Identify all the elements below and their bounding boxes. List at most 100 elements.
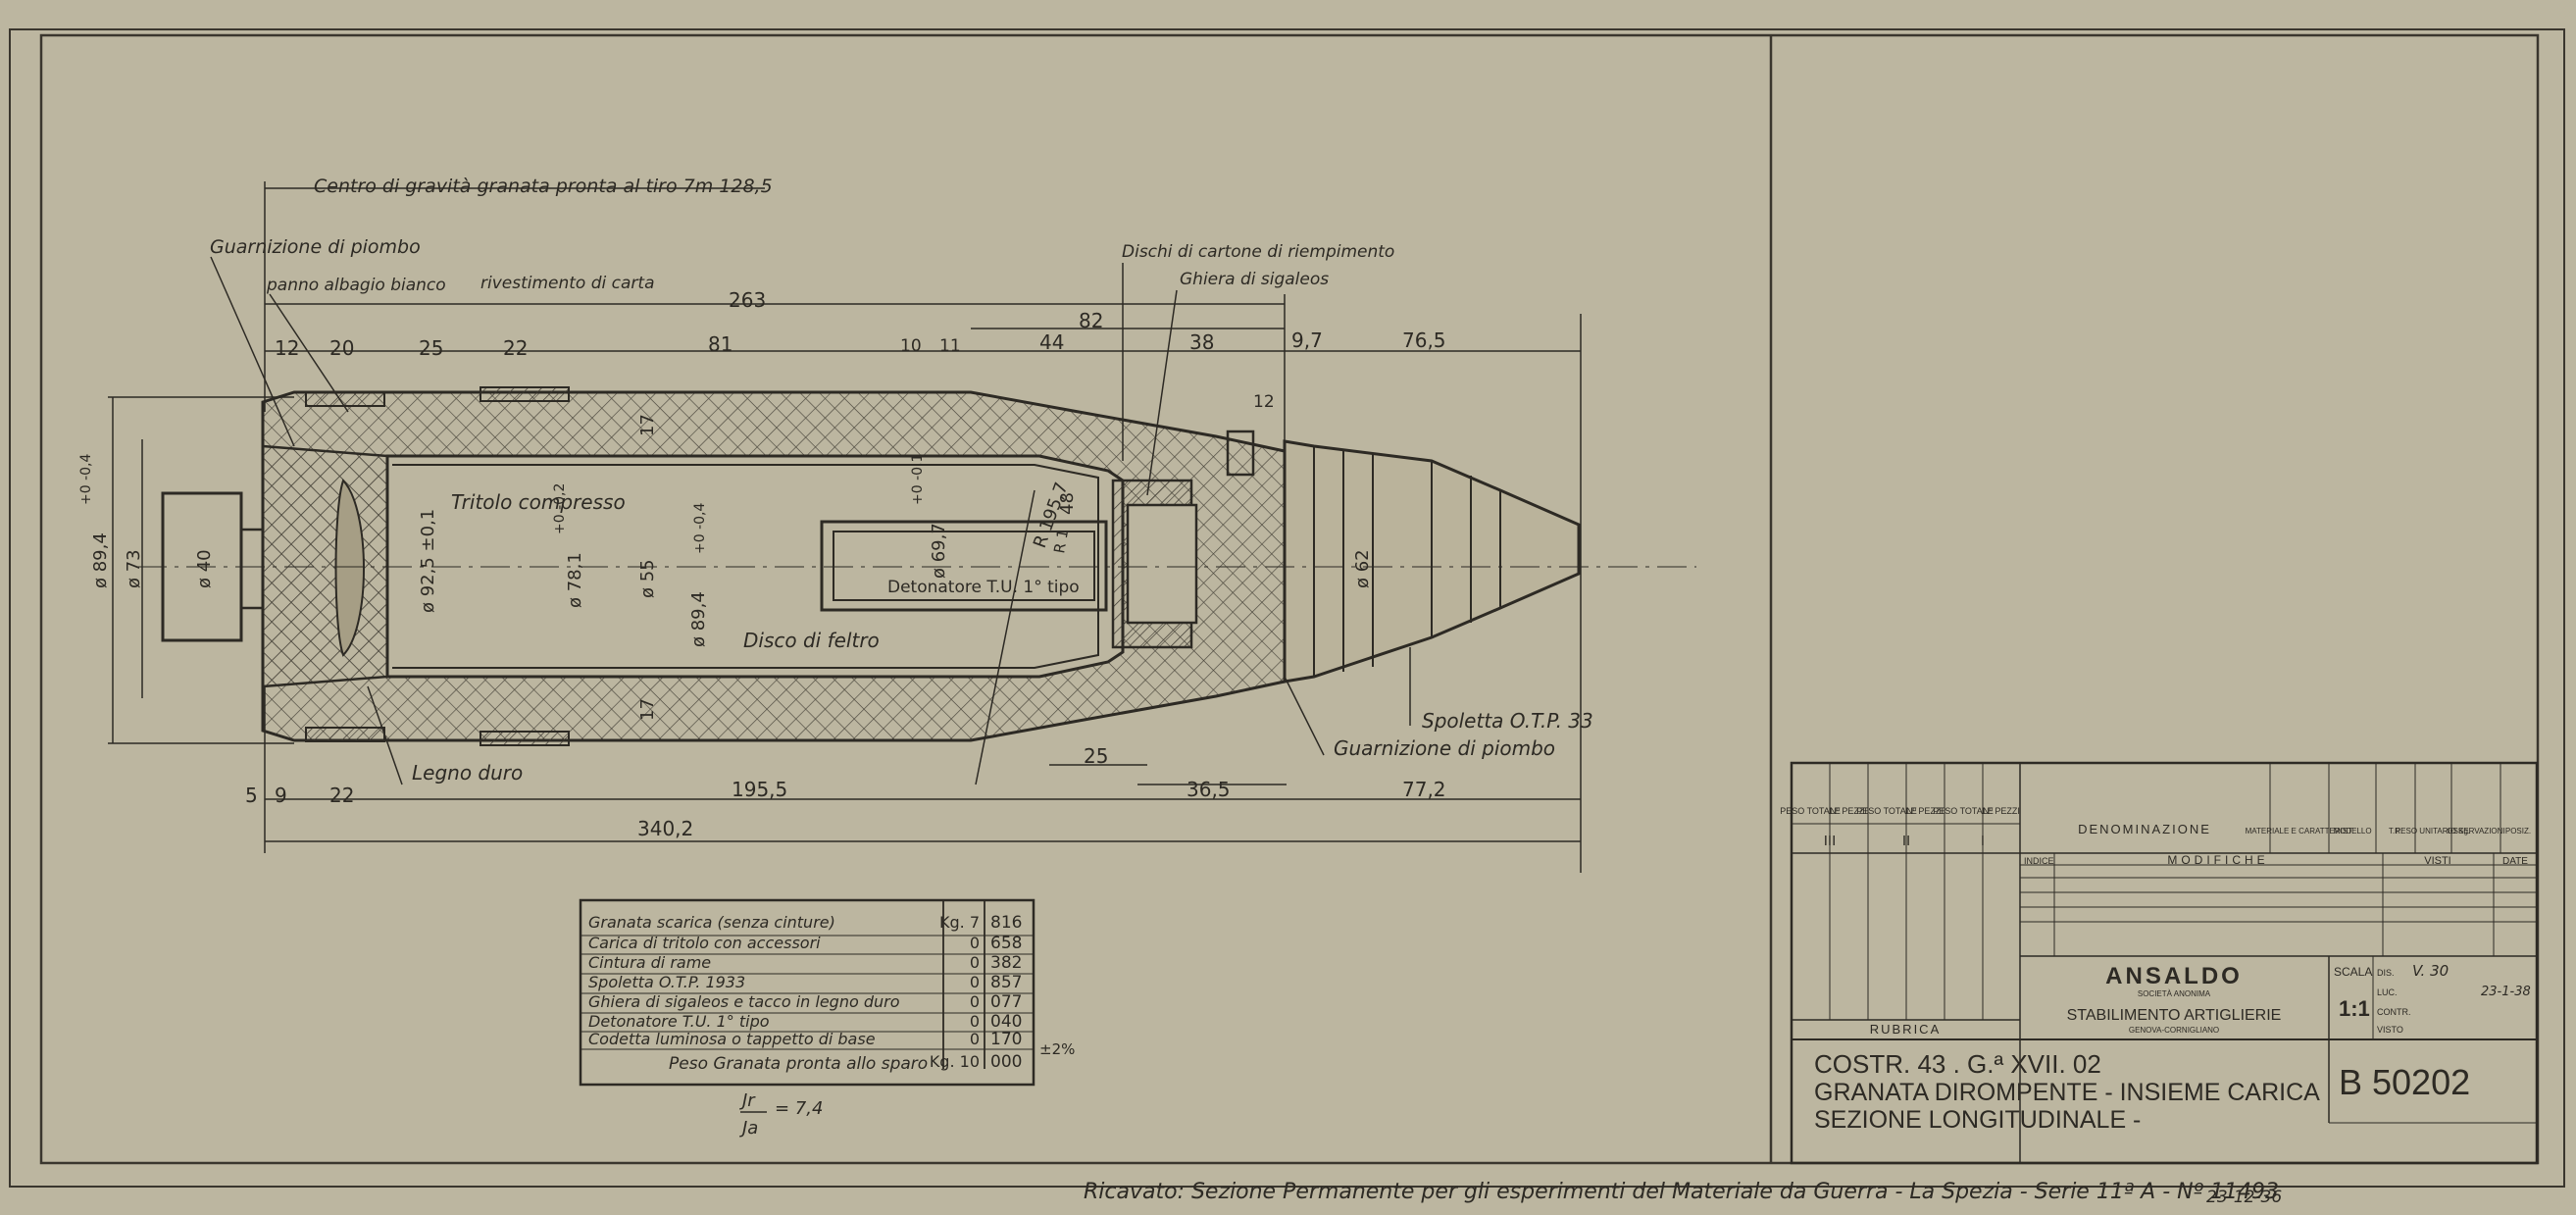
label-lead-gasket-top: Guarnizione di piombo	[210, 236, 421, 258]
ratio-denominator: Ja	[739, 1118, 758, 1139]
dim-dia-55: ø 55	[637, 559, 658, 598]
tb-right-col: PESO UNITARIO Kg.	[2396, 827, 2470, 835]
driving-band-top-1	[305, 391, 385, 407]
dim-dia-89-4b: ø 89,4	[688, 591, 709, 647]
driving-band-bottom-1	[305, 727, 385, 742]
dim-81: 81	[708, 332, 732, 356]
dim-44: 44	[1039, 330, 1064, 354]
dim-340-2: 340,2	[637, 817, 693, 840]
weight-row-value: 040	[990, 1012, 1022, 1032]
tb-company: ANSALDO	[2105, 963, 2243, 989]
weight-row-unit: Kg. 7	[939, 913, 980, 932]
dim-tol-69-7: +0 -0,1	[910, 454, 926, 505]
tb-right-col: OSSERVAZIONI	[2447, 827, 2504, 835]
dim-dia-69-7: ø 69,7	[929, 523, 949, 579]
label-sigaleos-ring: Ghiera di sigaleos	[1180, 270, 1329, 289]
label-hard-wood: Legno duro	[412, 761, 523, 785]
tb-scala-value: 1:1	[2339, 996, 2370, 1021]
driving-band-bottom-2	[480, 731, 570, 746]
tb-denominazione: DENOMINAZIONE	[2078, 822, 2211, 836]
dim-263: 263	[729, 288, 766, 312]
weight-row-label: Ghiera di sigaleos e tacco in legno duro	[588, 992, 900, 1011]
weight-total-unit: Kg. 10	[930, 1052, 980, 1071]
weight-row-label: Carica di tritolo con accessori	[588, 934, 821, 952]
dim-5: 5	[245, 784, 258, 807]
tb-luc-value: 23-1-38	[2481, 985, 2531, 999]
weights-table: Granata scarica (senza cinture) Carica d…	[579, 898, 1075, 1139]
ratio-value: = 7,4	[775, 1098, 823, 1119]
shell-section	[137, 386, 1696, 746]
weight-total-tolerance: ±2%	[1039, 1040, 1075, 1058]
label-white-cloth: panno albagio bianco	[266, 276, 446, 295]
tb-plant: STABILIMENTO ARTIGLIERIE	[2067, 1007, 2282, 1024]
dim-36-5: 36,5	[1187, 778, 1231, 801]
tb-dis-value: V. 30	[2412, 962, 2449, 980]
weight-row-value: 170	[990, 1030, 1022, 1049]
dim-38: 38	[1189, 330, 1214, 354]
dim-76-5: 76,5	[1402, 329, 1446, 352]
tb-drawing-number: B 50202	[2339, 1062, 2470, 1102]
weight-row-value: 816	[990, 913, 1022, 933]
footer-date: 23-12-36	[2206, 1188, 2282, 1207]
tb-scala-label: SCALA	[2334, 965, 2372, 979]
tb-header-col: PESO TOTALE	[1780, 806, 1841, 816]
ratio-numerator: Jr	[739, 1090, 756, 1111]
weight-row-value: 857	[990, 973, 1022, 992]
label-lead-gasket-bottom: Guarnizione di piombo	[1334, 736, 1555, 760]
tb-date: DATE	[2502, 856, 2528, 867]
dim-dia-92-5: ø 92,5 ±0,1	[418, 509, 438, 613]
tb-title-line3: SEZIONE LONGITUDINALE -	[1814, 1106, 2141, 1134]
dim-22b: 22	[329, 784, 354, 807]
dim-20: 20	[329, 336, 354, 360]
title-block	[1790, 761, 2539, 1165]
tb-dis-label: DIS.	[2377, 968, 2395, 978]
label-paper-lining: rivestimento di carta	[480, 274, 655, 293]
inner-border	[39, 33, 2540, 1165]
dimension-lines	[108, 181, 1582, 873]
dim-9-7: 9,7	[1291, 329, 1323, 352]
dim-dia-89-4: ø 89,4	[90, 532, 111, 588]
dim-tol-89-4b: +0 -0,4	[692, 503, 708, 554]
tb-title-line1: COSTR. 43 . G.ª XVII. 02	[1814, 1049, 2101, 1079]
outer-border	[9, 28, 2565, 1188]
weight-total-label: Peso Granata pronta allo sparo	[669, 1054, 928, 1074]
weight-row-value: 658	[990, 934, 1022, 953]
dim-11: 11	[939, 336, 961, 356]
dim-dia-78-1: ø 78,1	[565, 552, 585, 608]
sigaleos-ring	[1226, 430, 1255, 477]
weight-row-value: 382	[990, 953, 1022, 973]
footer-caption: Ricavato: Sezione Permanente per gli esp…	[1084, 1180, 2279, 1204]
weight-row-unit: 0	[970, 1012, 980, 1031]
tb-header-col: Nº PEZZI	[1830, 806, 1867, 816]
dim-9: 9	[275, 784, 287, 807]
dim-10: 10	[900, 336, 922, 356]
dim-tol-78-1: +0 -0,2	[552, 483, 568, 534]
dim-tol-89-4: +0 -0,4	[78, 454, 94, 505]
tb-roman: II	[1902, 833, 1910, 849]
label-cardboard-discs: Dischi di cartone di riempimento	[1122, 242, 1394, 262]
weight-row-label: Detonatore T.U. 1° tipo	[588, 1012, 770, 1031]
dim-48: 48	[1057, 492, 1078, 515]
label-fuze: Spoletta O.T.P. 33	[1422, 709, 1593, 733]
dim-77-2: 77,2	[1402, 778, 1446, 801]
weight-row-unit: 0	[970, 973, 980, 991]
weight-row-unit: 0	[970, 1030, 980, 1048]
label-center-gravity: Centro di gravità granata pronta al tiro…	[314, 176, 773, 197]
weight-total-value: 000	[990, 1052, 1022, 1072]
weight-row-value: 077	[990, 992, 1022, 1012]
weight-row-unit: 0	[970, 934, 980, 952]
tb-company-sub: SOCIETÀ ANONIMA	[2138, 989, 2211, 998]
driving-band-top-2	[480, 386, 570, 402]
dim-12b: 12	[1253, 392, 1275, 412]
label-detonator: Detonatore T.U. 1° tipo	[887, 578, 1080, 597]
leader-lines	[210, 256, 1411, 785]
weight-row-label: Codetta luminosa o tappetto di base	[588, 1030, 876, 1048]
tb-roman: I	[1981, 833, 1985, 849]
dim-22a: 22	[503, 336, 528, 360]
tb-header-col: Nº PEZZI	[1906, 806, 1944, 816]
dim-dia-62: ø 62	[1352, 549, 1373, 588]
dim-25b: 25	[1084, 744, 1108, 768]
tb-header-col: Nº PEZZI	[1983, 806, 2020, 816]
wood-disc	[334, 479, 365, 657]
dim-12a: 12	[275, 336, 299, 360]
